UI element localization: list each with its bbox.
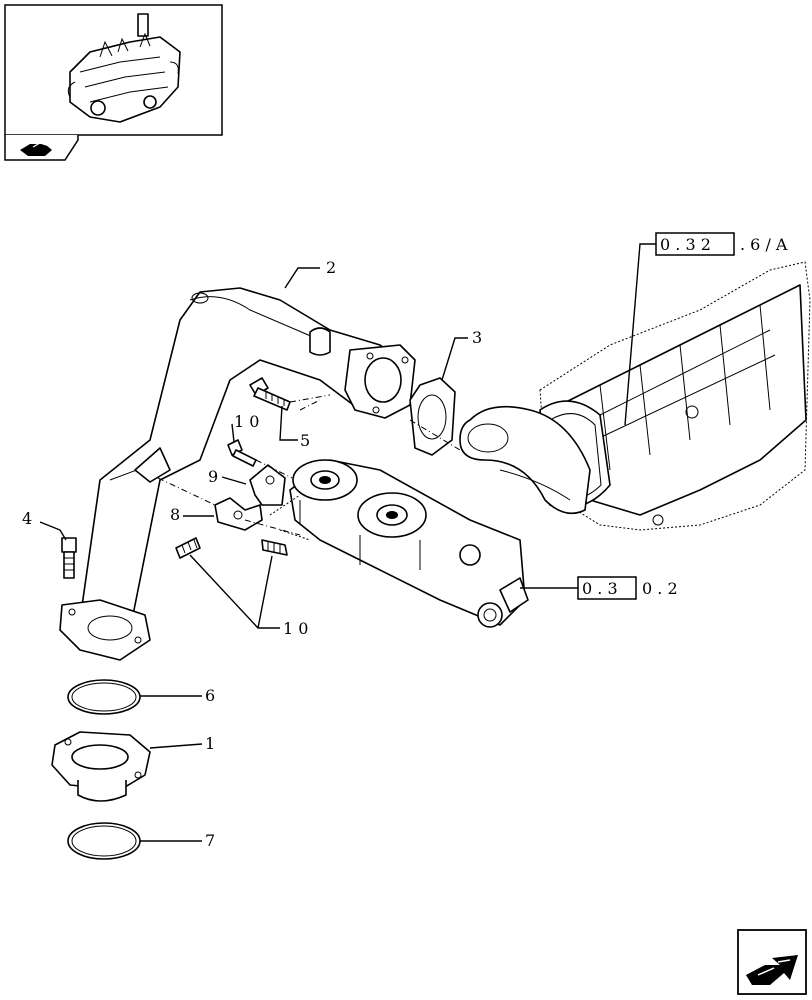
coolant-pipe <box>59 287 416 661</box>
clamp-8 <box>214 497 263 531</box>
reference-b[interactable]: 0 . 3 0 . 2 <box>577 576 678 600</box>
leader-lines <box>39 243 656 842</box>
reference-a[interactable]: 0 . 3 2 . 6 / A <box>655 232 788 256</box>
callout-4: 4 <box>22 509 32 528</box>
callout-8: 8 <box>170 505 180 524</box>
callout-1: 1 <box>205 734 215 753</box>
screw-4 <box>61 537 77 579</box>
gasket-3 <box>409 377 456 456</box>
assembly-lines <box>157 394 461 536</box>
intake-housing <box>459 261 811 531</box>
engine-thumbnail-icon[interactable] <box>4 4 223 136</box>
reference-a-suffix: . 6 / A <box>740 235 788 254</box>
callout-7: 7 <box>205 831 215 850</box>
screw-10-upper <box>227 439 257 467</box>
reference-b-suffix: 0 . 2 <box>642 579 678 598</box>
thermostat-housing <box>269 459 529 628</box>
callout-9: 9 <box>208 467 218 486</box>
callout-6: 6 <box>205 686 215 705</box>
callout-3: 3 <box>472 328 482 347</box>
bracket-9 <box>249 464 286 506</box>
callout-2: 2 <box>326 258 336 277</box>
screw-5 <box>249 377 291 411</box>
callout-5: 5 <box>300 431 310 450</box>
navigation-tab-icon[interactable] <box>4 135 79 161</box>
next-page-arrow-icon[interactable] <box>737 929 807 995</box>
callout-labels: 2 3 4 5 1 0 9 8 1 0 6 1 7 <box>22 258 482 850</box>
o-ring-7 <box>67 822 141 860</box>
reference-b-boxed: 0 . 3 <box>582 579 618 598</box>
o-ring-6 <box>67 679 141 715</box>
callout-10-lower: 1 0 <box>283 619 308 638</box>
connector-1 <box>51 731 151 802</box>
reference-a-boxed: 0 . 3 2 <box>660 235 711 254</box>
callout-10-upper: 1 0 <box>234 412 259 431</box>
screws-10-lower <box>175 537 288 559</box>
